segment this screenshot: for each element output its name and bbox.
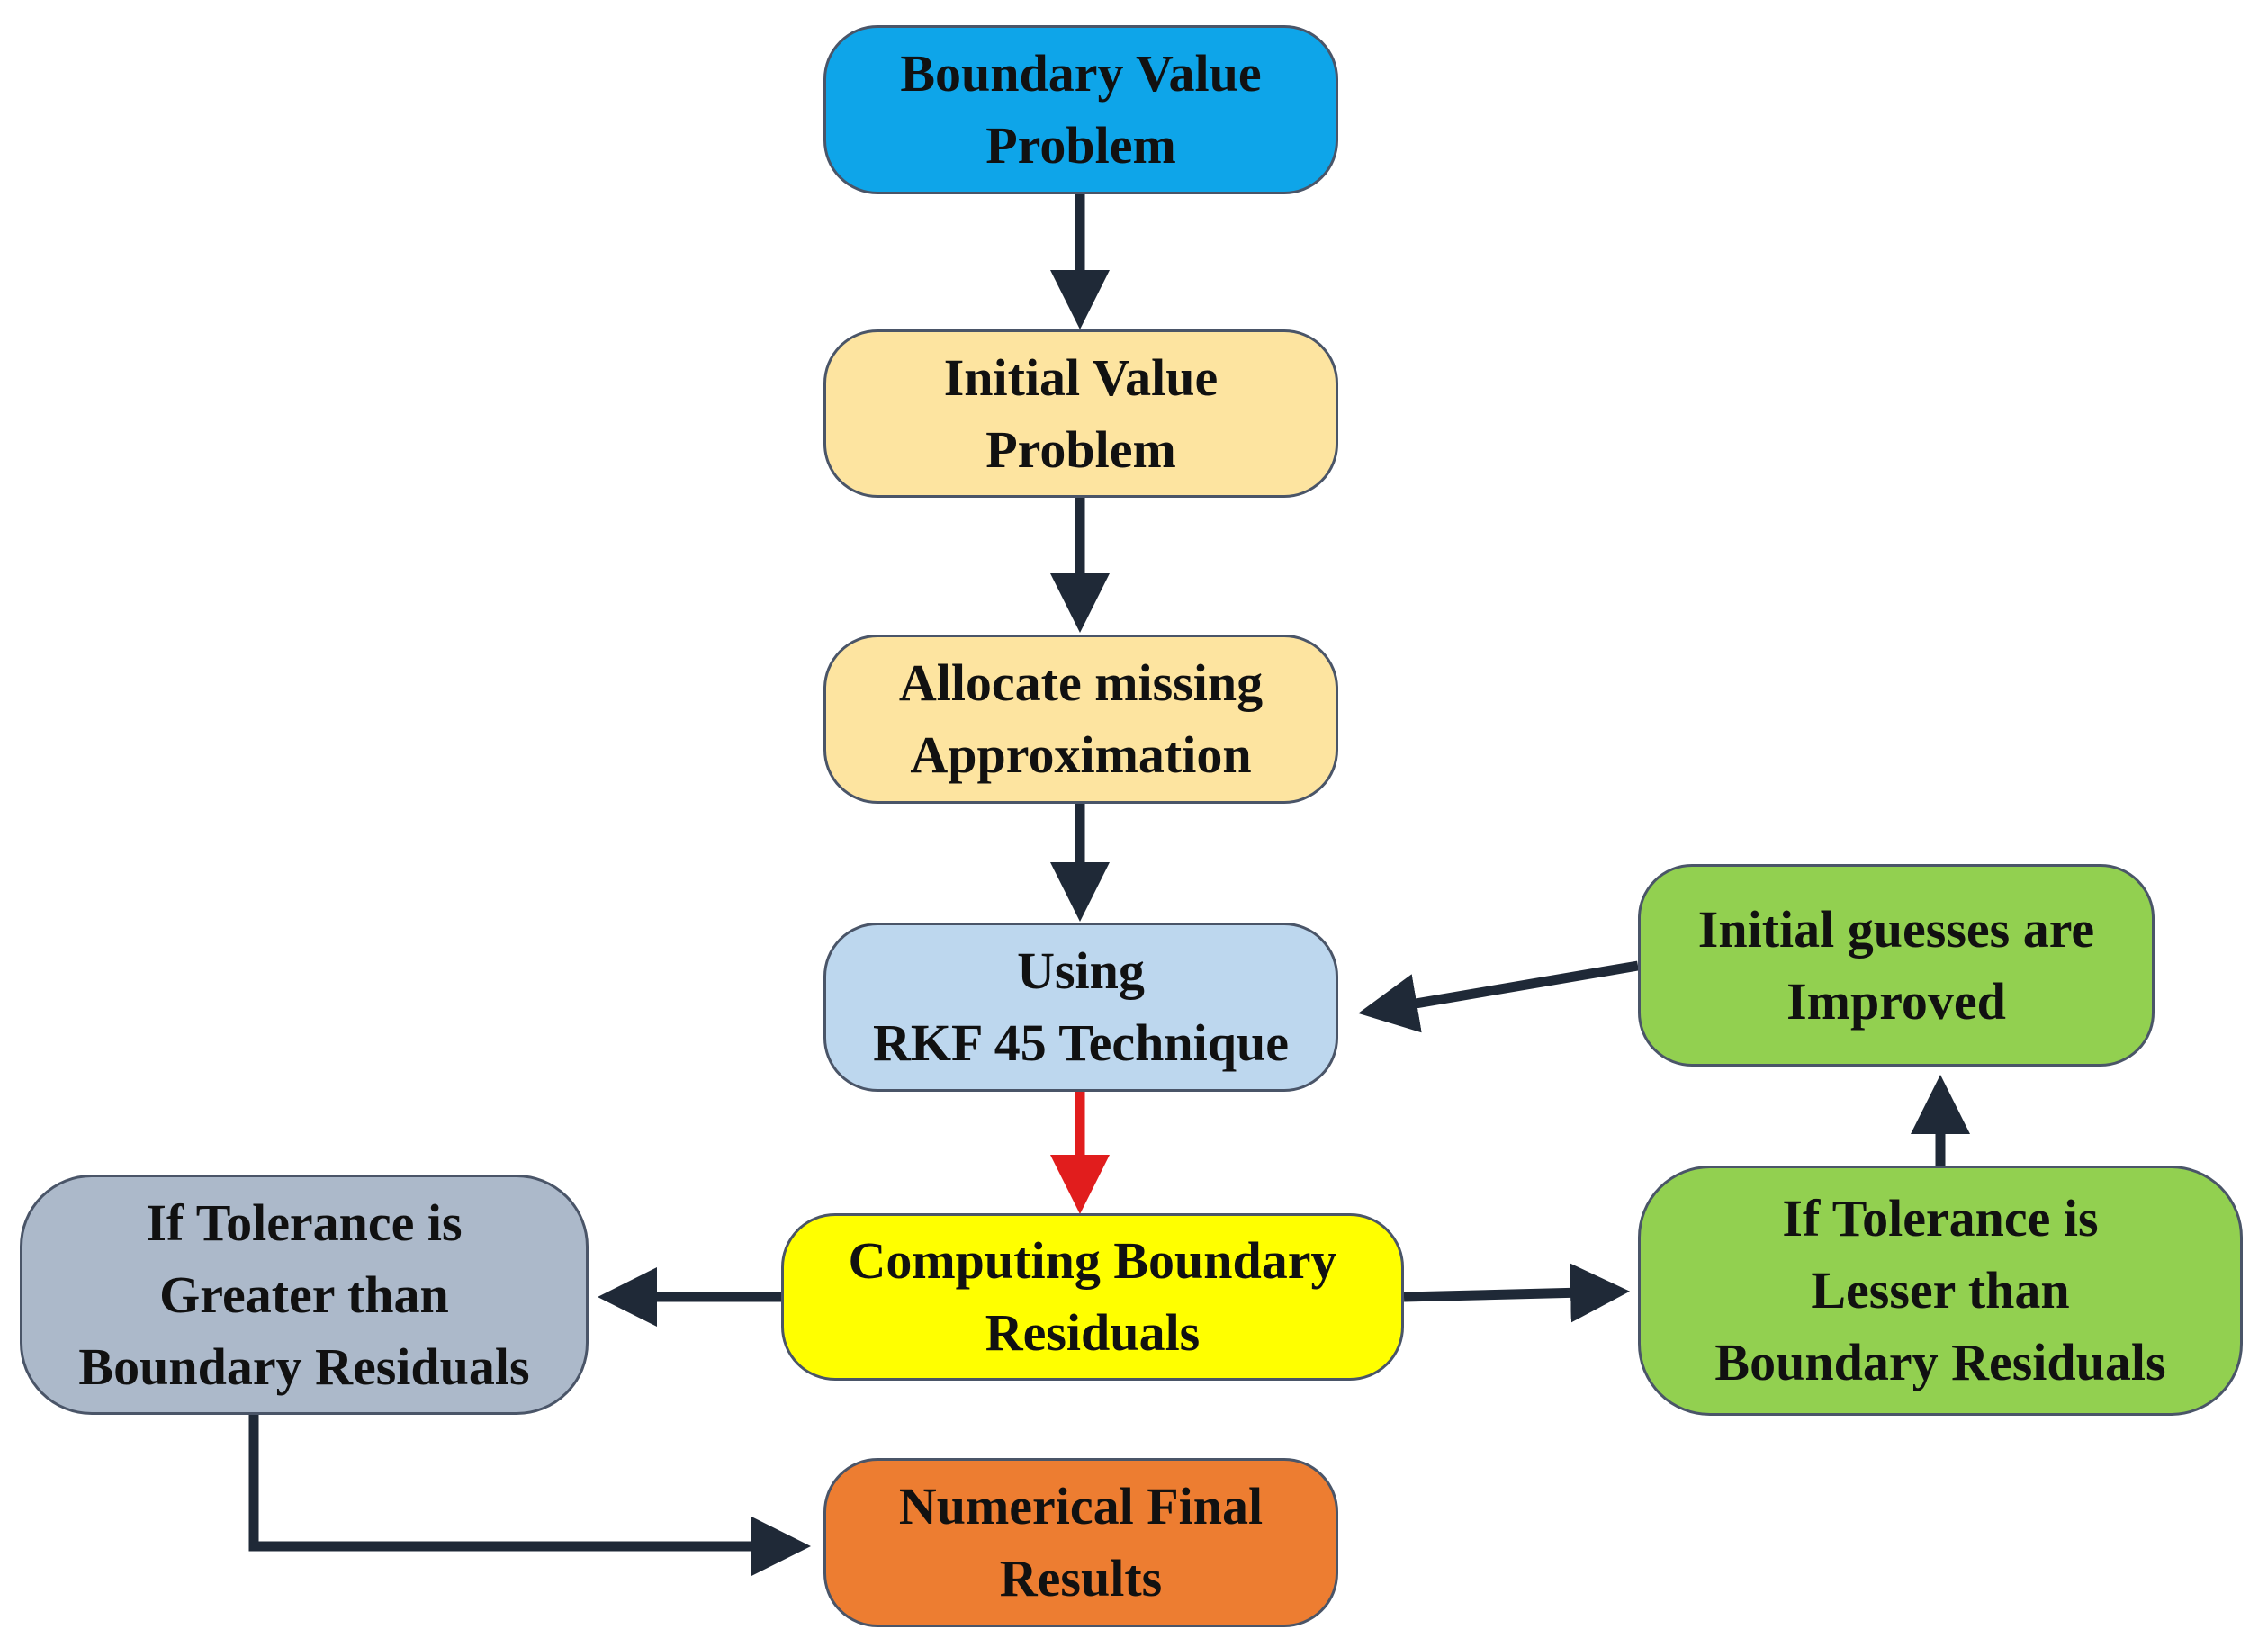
node-tolerance-lesser: If Tolerance is Lesser than Boundary Res… [1638,1166,2243,1416]
arrow-greater-to-final [248,1415,811,1576]
node-numerical-final-results-label: Numerical Final Results [898,1477,1264,1607]
node-numerical-final-results: Numerical Final Results [824,1458,1338,1627]
node-rkf45-technique-label: Using RKF 45 Technique [873,941,1289,1072]
node-boundary-value-problem-label: Boundary Value Problem [900,44,1262,175]
node-rkf45-technique: Using RKF 45 Technique [824,922,1338,1092]
node-tolerance-greater: If Tolerance is Greater than Boundary Re… [20,1174,589,1415]
node-initial-value-problem: Initial Value Problem [824,329,1338,498]
node-allocate-missing-approximation: Allocate missing Approximation [824,634,1338,804]
node-boundary-value-problem: Boundary Value Problem [824,25,1338,194]
node-initial-value-problem-label: Initial Value Problem [943,347,1219,479]
arrow-computing-to-lesser [1403,1263,1630,1323]
node-computing-boundary-residuals: Computing Boundary Residuals [781,1213,1404,1381]
arrow-improved-to-rkf [1358,960,1639,1033]
node-tolerance-greater-label: If Tolerance is Greater than Boundary Re… [78,1192,530,1396]
node-allocate-missing-approximation-label: Allocate missing Approximation [898,653,1264,784]
node-initial-guesses-improved-label: Initial guesses are Improved [1697,899,2095,1030]
node-initial-guesses-improved: Initial guesses are Improved [1638,864,2155,1066]
node-tolerance-lesser-label: If Tolerance is Lesser than Boundary Res… [1714,1189,2166,1391]
node-computing-boundary-residuals-label: Computing Boundary Residuals [848,1231,1337,1362]
